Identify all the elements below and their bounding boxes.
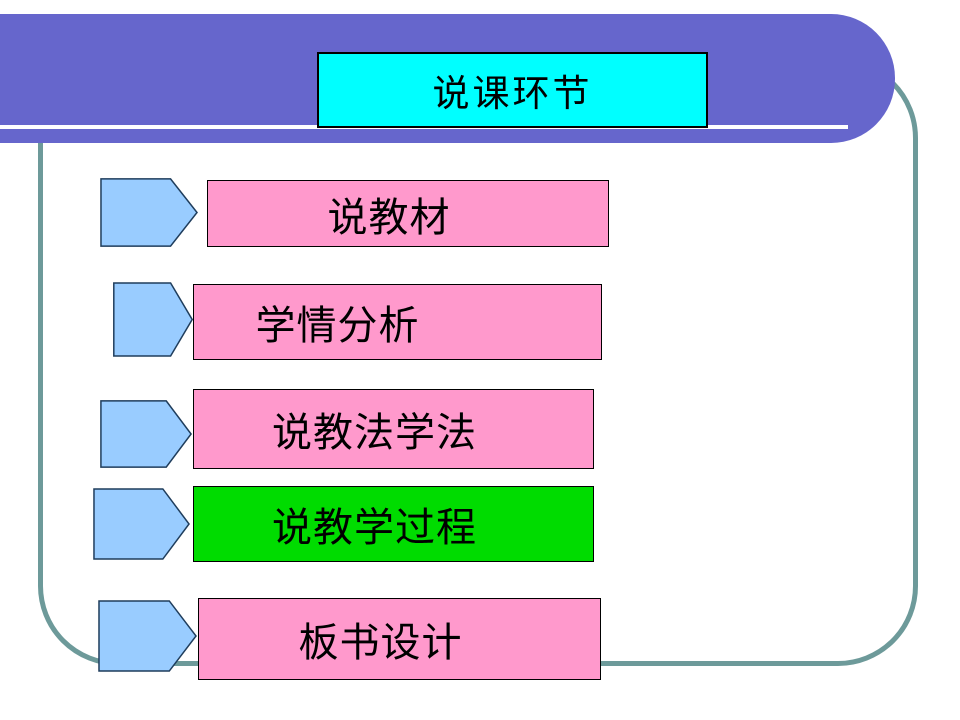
step-box-shuo-jiaoxue-guocheng: 说教学过程 — [193, 486, 594, 562]
step-label: 说教材 — [327, 194, 451, 241]
arrow-right-icon — [100, 400, 192, 468]
content-frame-border — [38, 58, 918, 666]
arrow-right-icon — [93, 488, 190, 560]
step-label: 板书设计 — [298, 620, 463, 666]
step-label: 学情分析 — [255, 303, 420, 349]
step-box-shuo-jiaofa-xuefa: 说教法学法 — [193, 389, 594, 469]
slide-title-box: 说课环节 — [317, 52, 708, 128]
step-box-xueqing-fenxi: 学情分析 — [193, 284, 602, 360]
step-box-shuo-jiaocai: 说教材 — [207, 180, 609, 247]
arrow-right-icon — [98, 600, 197, 672]
step-box-banshu-sheji: 板书设计 — [198, 598, 601, 680]
arrow-right-icon — [113, 282, 193, 357]
slide-title: 说课环节 — [432, 72, 593, 115]
step-label: 说教学过程 — [272, 505, 477, 551]
arrow-right-icon — [100, 178, 198, 247]
step-label: 说教法学法 — [272, 410, 477, 456]
